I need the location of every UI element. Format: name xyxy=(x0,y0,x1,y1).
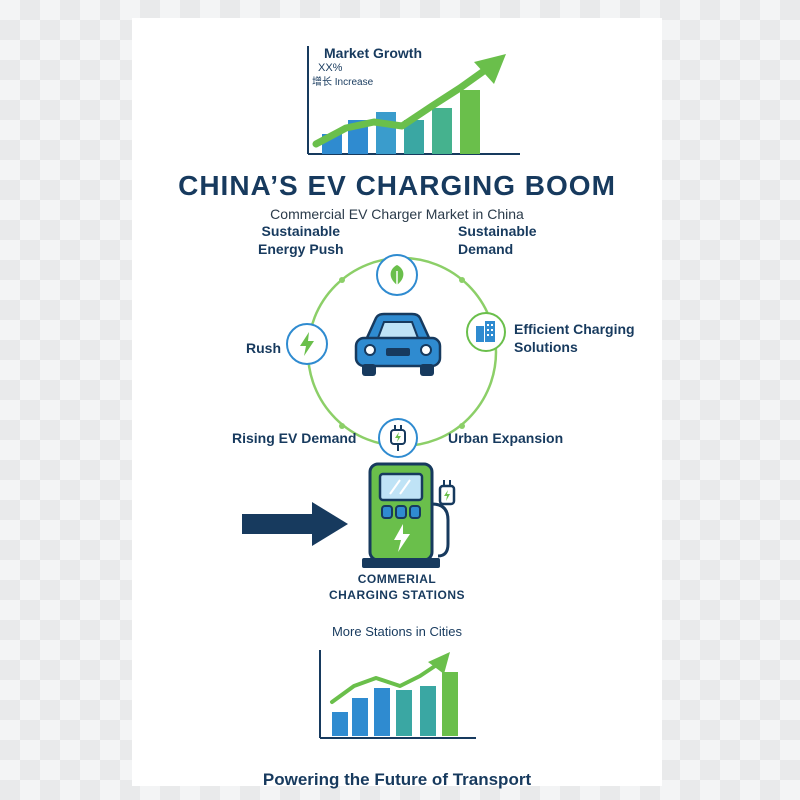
market-growth-value: XX% xyxy=(318,62,343,74)
market-bar-3 xyxy=(376,112,396,154)
label-rising-ev-demand: Rising EV Demand xyxy=(232,430,357,446)
stations-bar-2 xyxy=(352,698,368,736)
market-bar-6 xyxy=(460,90,480,154)
label-urban-expansion: Urban Expansion xyxy=(448,430,564,446)
charging-station-icon xyxy=(362,462,456,568)
city-building-icon xyxy=(466,312,506,352)
market-growth-title: Market Growth xyxy=(324,45,423,61)
label-rush: Rush xyxy=(246,340,281,356)
market-growth-chart xyxy=(307,46,520,155)
stations-bar-5 xyxy=(420,686,436,736)
label-sustainable-demand: Sustainable Demand xyxy=(458,222,537,258)
stations-growth-chart xyxy=(319,650,476,739)
arrow-right-icon xyxy=(242,502,348,546)
label-line: Sustainable xyxy=(458,223,537,239)
stations-growth-line xyxy=(330,662,440,704)
label-line: Solutions xyxy=(514,339,578,355)
label-efficient-charging: Efficient Charging Solutions xyxy=(514,320,635,356)
stations-bar-6 xyxy=(442,672,458,736)
market-growth-increase: 增长 Increase xyxy=(312,77,374,88)
stations-bar-4 xyxy=(396,690,412,736)
page-subtitle: Commercial EV Charger Market in China xyxy=(270,206,524,222)
stations-growth-arrowhead xyxy=(428,652,450,674)
market-growth-line xyxy=(312,64,492,148)
market-bar-5 xyxy=(432,108,452,154)
page-title: CHINA’S EV CHARGING BOOM xyxy=(178,170,616,201)
station-caption-line1: COMMERIAL xyxy=(357,572,437,586)
footer-tagline: Powering the Future of Transport xyxy=(262,770,532,789)
lightning-bolt-icon xyxy=(286,323,328,365)
leaf-icon xyxy=(376,254,418,296)
stations-bar-1 xyxy=(332,712,348,736)
label-line: Efficient Charging xyxy=(514,321,635,337)
station-caption-line2: CHARGING STATIONS xyxy=(328,588,466,602)
market-bar-4 xyxy=(404,120,424,154)
car-icon xyxy=(354,312,442,376)
label-line: Energy Push xyxy=(258,241,344,257)
infographic-card: Market Growth XX% 增长 Increase CHINA’S EV… xyxy=(132,18,662,789)
market-growth-arrowhead xyxy=(474,54,506,84)
bottom-chart-title: More Stations in Cities xyxy=(331,624,463,639)
plug-icon xyxy=(378,418,418,458)
label-line: Demand xyxy=(458,241,514,257)
label-line: Sustainable xyxy=(261,223,341,239)
stations-bar-3 xyxy=(374,688,390,736)
label-sustainable-energy-push: Sustainable Energy Push xyxy=(258,222,344,258)
